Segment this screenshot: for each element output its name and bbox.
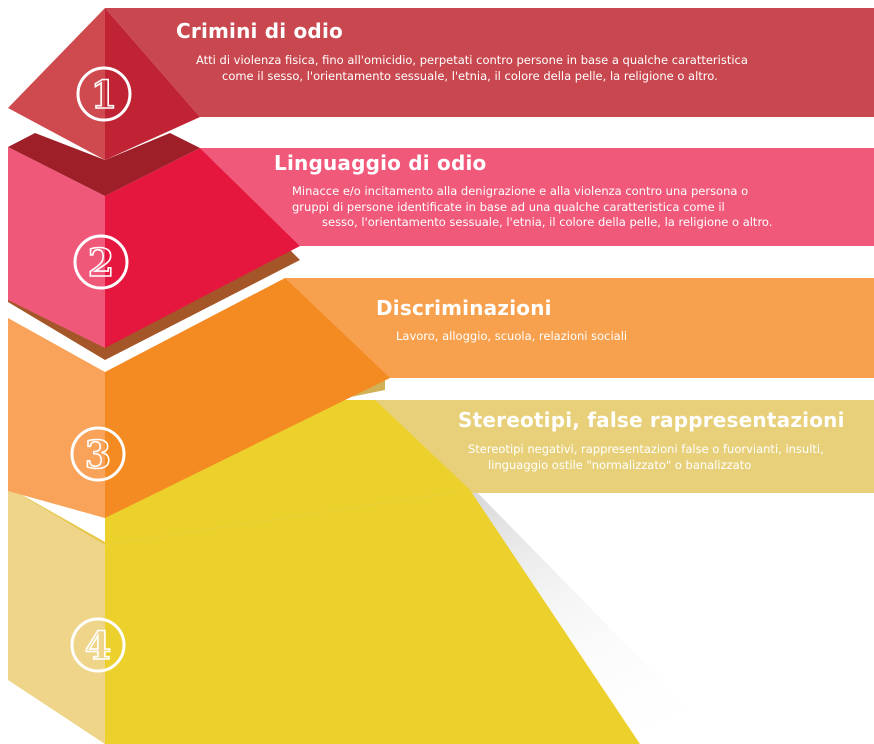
number-badge-4: 4 — [70, 617, 126, 673]
number-2: 2 — [88, 240, 114, 285]
level-2-desc-line: Minacce e/o incitamento alla denigrazion… — [292, 184, 749, 198]
level-4-right-face-lower — [105, 490, 640, 744]
level-4-left-face — [8, 487, 105, 744]
number-1: 1 — [91, 72, 117, 117]
level-4-desc-line: linguaggio ostile "normalizzato" o banal… — [488, 457, 752, 472]
level-1-ledge — [8, 133, 200, 196]
level-1-right-face — [105, 8, 200, 160]
level-3-right-face — [105, 278, 390, 518]
level-2-description: Minacce e/o incitamento alla denigrazion… — [292, 184, 772, 231]
level-1-banner — [105, 8, 874, 117]
level-4-description: Stereotipi negativi, rappresentazioni fa… — [468, 442, 824, 473]
level-2-banner — [200, 148, 874, 246]
number-badge-3: 3 — [70, 426, 126, 482]
level-3-desc-line: Lavoro, alloggio, scuola, relazioni soci… — [396, 329, 628, 343]
level-3-description: Lavoro, alloggio, scuola, relazioni soci… — [396, 329, 627, 345]
level-2 — [8, 147, 874, 360]
level-1-title: Crimini di odio — [176, 19, 343, 43]
level-1-desc-line: Atti di violenza fisica, fino all'omicid… — [196, 53, 748, 67]
level-2-title: Linguaggio di odio — [274, 151, 487, 175]
level-2-right-face — [105, 148, 300, 348]
number-badge-2: 2 — [73, 234, 129, 290]
level-2-desc-line: gruppi di persone identificate in base a… — [292, 199, 725, 214]
level-4-banner — [375, 400, 874, 493]
level-3-left-face — [8, 318, 105, 518]
level-1-left-face — [8, 8, 105, 160]
number-4: 4 — [85, 623, 111, 668]
level-4-desc-line: Stereotipi negativi, rappresentazioni fa… — [468, 442, 824, 456]
level-3-banner — [285, 278, 874, 378]
level-3-title: Discriminazioni — [376, 296, 552, 320]
level-2-left-face — [8, 147, 105, 348]
number-badge-1: 1 — [76, 66, 132, 122]
level-1-description: Atti di violenza fisica, fino all'omicid… — [196, 53, 748, 84]
number-3: 3 — [85, 432, 111, 477]
level-3 — [8, 278, 874, 518]
level-1-desc-line: come il sesso, l'orientamento sessuale, … — [222, 68, 718, 83]
level-1 — [8, 8, 874, 196]
level-4-title: Stereotipi, false rappresentazioni — [458, 408, 845, 432]
level-2-desc-line: sesso, l'orientamento sessuale, l'etnia,… — [322, 215, 773, 229]
